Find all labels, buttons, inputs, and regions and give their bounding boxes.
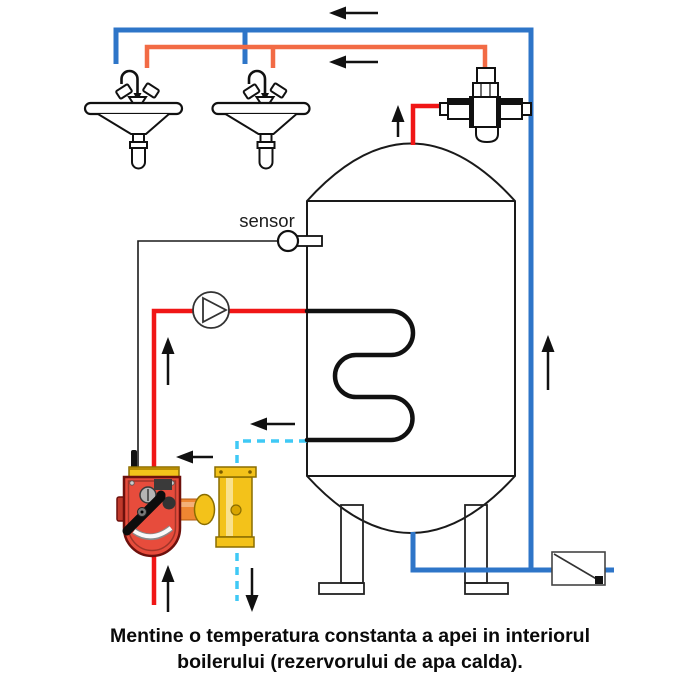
mixing-valve <box>439 67 532 144</box>
capillary-tube <box>137 240 280 467</box>
return-pipe-dashed <box>235 439 307 601</box>
flow-arrow-up-pump-line-icon <box>161 337 175 385</box>
flow-arrows <box>161 6 555 612</box>
flow-arrow-left-return-icon <box>250 417 295 431</box>
flow-arrow-up-right-riser-icon <box>541 335 555 390</box>
flow-arrow-left-valve-icon <box>176 450 213 464</box>
sensor-label: sensor <box>239 210 295 231</box>
diagram-caption: Mentine o temperatura constanta a apei i… <box>0 623 700 675</box>
pump-icon <box>192 291 230 329</box>
sink-2 <box>211 69 311 170</box>
caption-line-2: boilerului (rezervorului de apa calda). <box>177 651 523 673</box>
heating-coil <box>304 308 416 443</box>
check-valve-symbol <box>551 551 606 586</box>
flow-arrow-up-tank-top-icon <box>391 105 405 137</box>
temperature-sensor: sensor <box>239 210 323 253</box>
mixed-water-pipes <box>144 44 488 68</box>
caption-line-1: Mentine o temperatura constanta a apei i… <box>109 625 590 647</box>
flow-arrow-down-return-icon <box>245 568 259 612</box>
flow-arrow-left-mixed-icon <box>329 55 378 69</box>
sink-1 <box>83 69 184 170</box>
tank-legs <box>318 504 509 595</box>
cold-water-pipes <box>113 27 614 573</box>
flow-arrow-left-top-icon <box>329 6 378 20</box>
storage-tank <box>306 142 516 534</box>
flow-arrow-up-supply-icon <box>161 565 175 612</box>
thermic-valve-unit <box>116 450 257 558</box>
